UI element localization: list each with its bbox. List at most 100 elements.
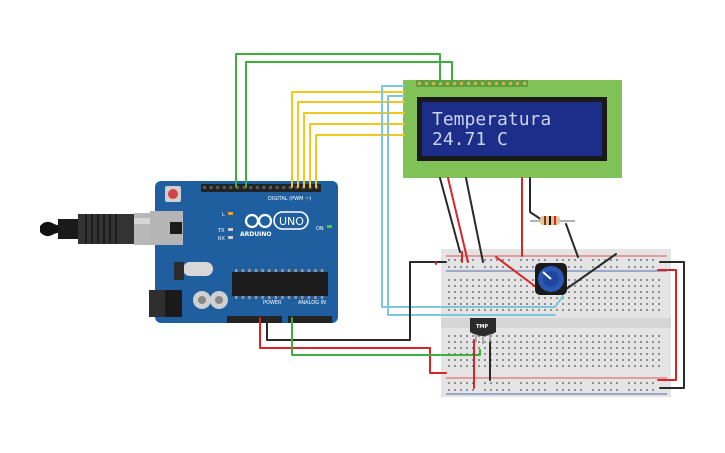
breadboard-hole [658,303,660,305]
breadboard-hole [478,335,480,337]
breadboard-hole [556,347,558,349]
breadboard-hole [652,341,654,343]
breadboard-hole [628,259,630,261]
breadboard-hole [574,365,576,367]
breadboard-hole [574,297,576,299]
crystal [183,262,213,276]
breadboard-hole [460,279,462,281]
breadboard-hole [532,365,534,367]
breadboard-hole [568,266,570,268]
breadboard-hole [454,259,456,261]
breadboard-hole [472,335,474,337]
digital-pin [295,186,299,189]
breadboard-hole [652,365,654,367]
breadboard-hole [610,297,612,299]
breadboard-hole [634,279,636,281]
breadboard-hole [616,365,618,367]
breadboard-hole [460,285,462,287]
wire-yellow-3 [303,112,405,188]
breadboard-hole [592,341,594,343]
lcd-pin [502,82,505,85]
breadboard-hole [520,297,522,299]
chip-pin [248,296,251,299]
breadboard-hole [586,309,588,311]
tx-label: TX [217,228,225,234]
breadboard-hole [658,365,660,367]
breadboard-hole [646,259,648,261]
breadboard-hole [652,309,654,311]
breadboard-hole [652,266,654,268]
breadboard-hole [526,347,528,349]
breadboard-hole [502,259,504,261]
breadboard-hole [646,341,648,343]
chip-pin [294,296,297,299]
breadboard-hole [466,389,468,391]
breadboard-hole [562,382,564,384]
breadboard-hole [640,389,642,391]
breadboard-hole [454,335,456,337]
breadboard-hole [544,303,546,305]
breadboard-hole [598,347,600,349]
breadboard-hole [610,291,612,293]
breadboard-hole [478,359,480,361]
potentiometer[interactable] [535,263,567,295]
wire-red-pot [495,256,541,291]
breadboard-hole [496,259,498,261]
chip-pin [274,296,278,299]
breadboard-hole [466,279,468,281]
breadboard-hole [610,353,612,355]
breadboard-hole [538,359,540,361]
breadboard-hole [592,389,594,391]
breadboard-hole [574,303,576,305]
breadboard-hole [634,359,636,361]
breadboard-hole [574,341,576,343]
breadboard-hole [478,365,480,367]
breadboard-hole [592,353,594,355]
breadboard-hole [484,359,486,361]
breadboard-hole [574,359,576,361]
breadboard-hole [496,297,498,299]
breadboard-hole [616,341,618,343]
breadboard-hole [598,382,600,384]
breadboard-hole [592,266,594,268]
breadboard-hole [532,347,534,349]
breadboard-hole [610,382,612,384]
breadboard-hole [580,259,582,261]
breadboard-hole [448,347,450,349]
breadboard-hole [496,365,498,367]
breadboard-hole [622,335,624,337]
wire-cyan-2 [387,95,556,316]
breadboard-hole [478,285,480,287]
lcd-line-2: 24.71 C [432,129,508,150]
lcd-pin [516,82,519,85]
breadboard-hole [628,297,630,299]
breadboard-hole [640,359,642,361]
breadboard-hole [460,266,462,268]
breadboard-hole [484,297,486,299]
breadboard-hole [610,279,612,281]
breadboard-hole [526,297,528,299]
breadboard-hole [538,303,540,305]
breadboard-hole [448,341,450,343]
digital-pin [255,186,259,189]
chip-pin [314,269,317,272]
breadboard-hole [592,303,594,305]
breadboard-hole [460,303,462,305]
breadboard-hole [574,353,576,355]
breadboard-hole [526,291,528,293]
chip-pin [281,296,284,299]
breadboard-hole [616,309,618,311]
breadboard-hole [634,382,636,384]
breadboard-hole [628,279,630,281]
lcd-pin [432,82,435,85]
wires [235,53,685,389]
breadboard-hole [502,347,504,349]
breadboard-hole [616,285,618,287]
breadboard-hole [520,285,522,287]
digital-pin [203,186,206,189]
breadboard-hole [574,389,576,391]
breadboard-hole [532,389,534,391]
breadboard-hole [604,266,606,268]
breadboard-hole [508,297,510,299]
breadboard-hole [598,365,600,367]
